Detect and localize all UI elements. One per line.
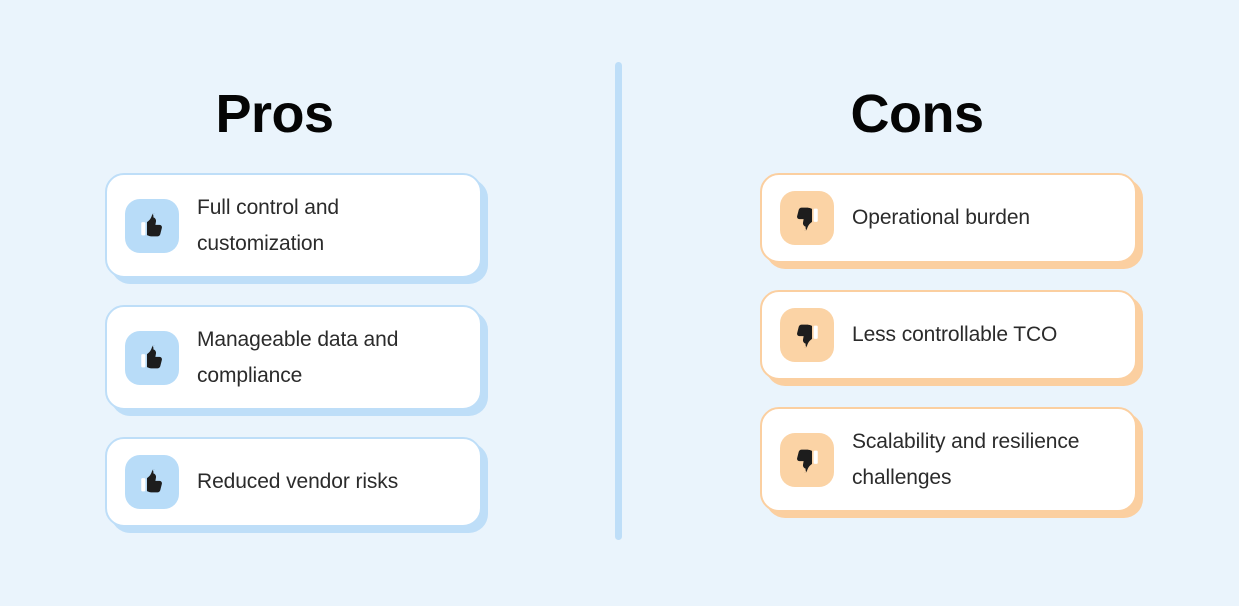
cons-card[interactable]: Less controllable TCO bbox=[760, 290, 1137, 380]
thumbs-down-icon bbox=[780, 308, 834, 362]
cons-card-label: Less controllable TCO bbox=[852, 323, 1058, 346]
cons-card[interactable]: Operational burden bbox=[760, 173, 1137, 263]
pros-card[interactable]: Full control and customization bbox=[105, 173, 482, 278]
list-item[interactable]: Scalability and resilience challenges bbox=[760, 407, 1143, 518]
cons-column: Cons Operational burden bbox=[619, 0, 1239, 606]
thumbs-up-icon bbox=[125, 198, 179, 253]
pros-card[interactable]: Manageable data and compliance bbox=[105, 305, 482, 410]
pros-card-label: Reduced vendor risks bbox=[197, 470, 399, 493]
pros-card-list: Full control and customization Manageabl… bbox=[105, 173, 488, 533]
list-item[interactable]: Manageable data and compliance bbox=[105, 305, 488, 416]
vertical-divider bbox=[615, 62, 622, 540]
list-item[interactable]: Operational burden bbox=[760, 173, 1143, 269]
pros-card[interactable]: Reduced vendor risks bbox=[105, 437, 482, 527]
thumbs-down-icon bbox=[780, 432, 834, 487]
cons-card[interactable]: Scalability and resilience challenges bbox=[760, 407, 1137, 512]
cons-card-label: Scalability and resilience challenges bbox=[852, 429, 1080, 489]
list-item[interactable]: Reduced vendor risks bbox=[105, 437, 488, 533]
thumbs-up-icon bbox=[125, 330, 179, 385]
thumbs-up-icon bbox=[125, 455, 179, 509]
cons-heading: Cons bbox=[850, 84, 985, 144]
pros-column: Pros Full control and customization bbox=[0, 0, 619, 606]
cons-card-label: Operational burden bbox=[852, 206, 1030, 229]
pros-card-label: Manageable data and compliance bbox=[197, 327, 399, 387]
cons-card-list: Operational burden Less controllable TCO bbox=[760, 173, 1143, 518]
pros-heading: Pros bbox=[215, 84, 334, 144]
thumbs-down-icon bbox=[780, 191, 834, 245]
list-item[interactable]: Full control and customization bbox=[105, 173, 488, 284]
list-item[interactable]: Less controllable TCO bbox=[760, 290, 1143, 386]
pros-card-label: Full control and customization bbox=[197, 195, 339, 255]
